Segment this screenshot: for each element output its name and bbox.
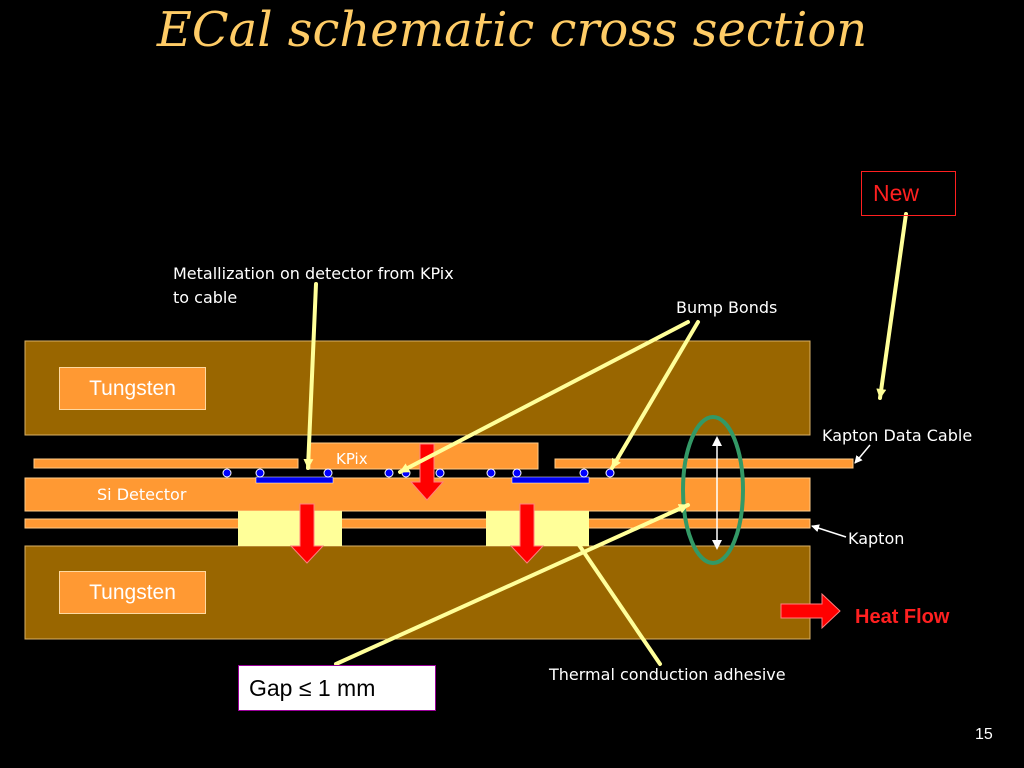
kapton-data-cable-callout [854,444,871,464]
bump-bond [222,468,232,478]
new-label: New [861,171,956,216]
bump-bond [323,468,333,478]
gap-callout [334,503,690,666]
si-detector-label: Si Detector [97,485,187,504]
kapton-label: Kapton [848,529,905,548]
heat-arrow-down [409,443,445,501]
thermal-adhesive-pad [238,511,342,546]
new-callout [876,212,908,400]
tungsten-label-top: Tungsten [59,367,206,410]
kapton-strip [24,518,811,529]
kapton-data-cable-left [33,458,299,469]
metallization-label-line2: to cable [173,288,238,307]
bump-bond [384,468,394,478]
callout-lines [303,212,908,666]
slide-title: ECal schematic cross section [156,2,868,58]
kapton-callout [811,524,847,538]
heat-arrow-down [509,503,545,564]
heat-flow-label: Heat Flow [855,606,950,628]
heat-flow-arrow-icon [780,592,841,630]
thermal-adhesive-pad [486,511,589,546]
gap-label: Gap ≤ 1 mm [238,665,436,711]
bump-bond [255,468,265,478]
bump-bond-callout [398,320,690,474]
heat-arrow-down [289,503,325,564]
bump-bond [435,468,445,478]
kapton-data-cable-label: Kapton Data Cable [822,426,973,445]
bump-bond [512,468,522,478]
metallization-trace [255,476,334,484]
adhesive-callout [560,518,662,666]
metallization-callout [303,282,318,470]
bump-bond [579,468,589,478]
metallization-trace [511,476,590,484]
bump-bonds-label: Bump Bonds [676,298,778,317]
bump-bond-callout [610,320,700,470]
bump-bonds [222,468,615,478]
heat-arrows [289,443,841,630]
gap-ellipse [681,415,745,565]
metallization-label-line1: Metallization on detector from KPix [173,264,454,283]
page-number: 15 [975,726,993,743]
thermal-adhesive-label: Thermal conduction adhesive [549,665,786,684]
kapton-data-cable-right [554,458,854,469]
bump-bond [486,468,496,478]
bump-bond [605,468,615,478]
kpix-label: KPix [336,450,368,468]
tungsten-label-bottom: Tungsten [59,571,206,614]
